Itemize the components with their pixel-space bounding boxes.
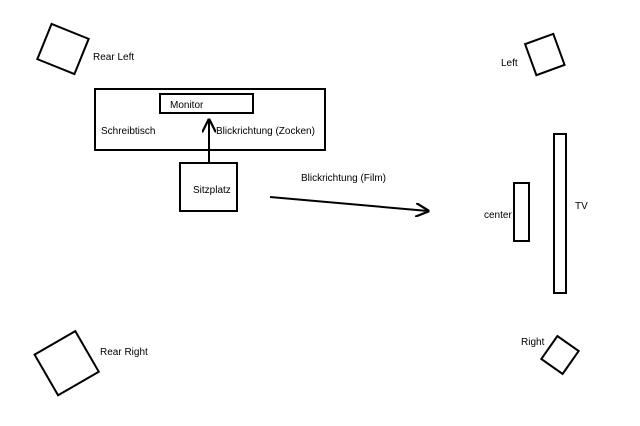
view-direction-gaming-label: Blickrichtung (Zocken): [216, 126, 315, 137]
rear-left-label: Rear Left: [93, 52, 134, 63]
view-direction-film-arrow: [269, 196, 428, 211]
desk-label: Schreibtisch: [101, 126, 155, 137]
monitor: [159, 93, 254, 114]
tv: [553, 133, 567, 294]
tv-label: TV: [575, 201, 588, 212]
front-right-label: Right: [521, 337, 545, 348]
center-speaker: [513, 182, 530, 242]
rear-right-label: Rear Right: [100, 347, 148, 358]
seat: [179, 162, 238, 212]
monitor-label: Monitor: [170, 100, 204, 111]
view-direction-film-label: Blickrichtung (Film): [301, 173, 386, 184]
front-left-speaker: [523, 32, 566, 77]
rear-right-speaker: [33, 329, 101, 397]
center-label: center: [484, 210, 512, 221]
front-right-speaker: [539, 334, 581, 376]
front-left-label: Left: [501, 58, 518, 69]
rear-left-speaker: [36, 22, 90, 76]
seat-label: Sitzplatz: [193, 185, 231, 196]
